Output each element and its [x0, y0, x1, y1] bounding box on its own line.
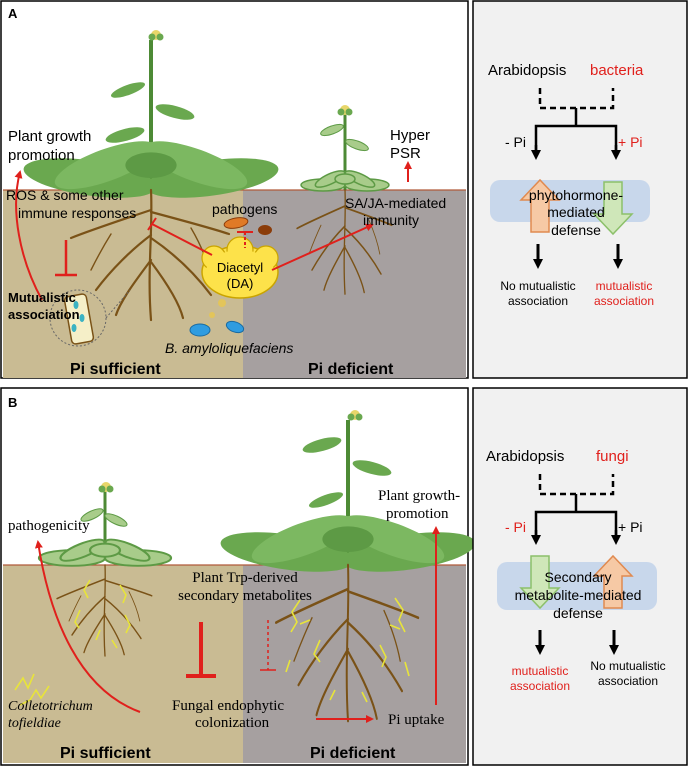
label-pi-deficient-b: Pi deficient — [310, 745, 396, 762]
label-sa-ja: SA/JA-mediated — [345, 195, 446, 211]
soil-pi-deficient-a — [243, 190, 466, 378]
label-pi-sufficient-a: Pi sufficient — [70, 361, 161, 378]
side-b-outcome-left-2: association — [510, 679, 570, 693]
bubble — [209, 312, 215, 318]
label-colonization: colonization — [195, 715, 270, 731]
label-pi-sufficient-b: Pi sufficient — [60, 745, 151, 762]
side-a-outcome-right-1: mutualistic — [596, 279, 653, 293]
label-secondary-metabolites: secondary metabolites — [178, 588, 312, 604]
label-da: (DA) — [227, 276, 254, 291]
label-mutualistic: Mutualistic — [8, 290, 76, 305]
plant-small-a — [296, 105, 393, 295]
plant-small-b — [37, 482, 173, 657]
label-diacetyl: Diacetyl — [217, 260, 263, 275]
arrow-growth-promotion — [14, 170, 43, 301]
fungus-hyphae — [14, 673, 50, 706]
side-b-partner: fungi — [596, 448, 629, 465]
panel-letter-b: B — [8, 395, 17, 410]
side-a-host: Arabidopsis — [488, 62, 566, 79]
side-a-outcome-right-2: association — [594, 294, 654, 308]
side-b-defense-2: metabolite-mediated — [515, 587, 642, 603]
side-a-minus-pi: - Pi — [505, 134, 526, 150]
side-b-defense-1: Secondary — [545, 569, 612, 585]
side-a-arrow-down — [592, 181, 634, 236]
label-plant-growth-b: Plant growth- — [378, 488, 460, 504]
bacterium — [225, 320, 245, 334]
label-pi-uptake: Pi uptake — [388, 712, 445, 728]
side-a-defense-2: mediated — [547, 204, 605, 220]
label-psr: PSR — [390, 145, 421, 162]
side-a-outcome-left-1: No mutualistic — [500, 279, 575, 293]
label-tofieldiae: tofieldiae — [8, 716, 61, 731]
label-colletotrichum: Colletotrichum — [8, 699, 93, 714]
side-b-minus-pi: - Pi — [505, 519, 526, 535]
side-b-outcome-right-2: association — [598, 674, 658, 688]
label-b-amyloliquefaciens: B. amyloliquefaciens — [165, 340, 293, 356]
side-a-partner: bacteria — [590, 62, 644, 79]
label-promotion-b: promotion — [386, 506, 449, 522]
root-magnifier — [49, 289, 131, 347]
label-trp: Plant Trp-derived — [192, 570, 298, 586]
arrow-pathogenicity — [34, 540, 141, 713]
side-b-outcome-right-1: No mutualistic — [590, 659, 665, 673]
side-a-defense-3: defense — [551, 222, 601, 238]
label-ros: ROS & some other — [6, 187, 124, 203]
label-hyper: Hyper — [390, 127, 430, 144]
label-pathogenicity: pathogenicity — [8, 518, 90, 534]
label-plant-growth: Plant growth — [8, 128, 91, 145]
label-fungal-endophytic: Fungal endophytic — [172, 698, 284, 714]
label-immune-responses: immune responses — [18, 205, 136, 221]
side-a-outcome-left-2: association — [508, 294, 568, 308]
label-association: association — [8, 307, 80, 322]
side-b-arrow-up — [592, 554, 634, 609]
side-a-defense-1: phytohormone- — [529, 187, 624, 203]
side-b-plus-pi: + Pi — [618, 519, 643, 535]
bubble — [218, 299, 226, 307]
label-promotion: promotion — [8, 147, 75, 164]
pathogen — [258, 225, 272, 235]
label-immunity: immunity — [363, 212, 419, 228]
label-pathogens: pathogens — [212, 201, 277, 217]
side-a-arrow-up — [519, 178, 561, 233]
side-b-defense-3: defense — [553, 605, 603, 621]
pathogen — [223, 217, 249, 229]
bacterium — [189, 323, 211, 337]
side-b-host: Arabidopsis — [486, 448, 564, 465]
label-pi-deficient-a: Pi deficient — [308, 361, 394, 378]
side-a-plus-pi: + Pi — [618, 134, 643, 150]
side-b-outcome-left-1: mutualistic — [512, 664, 569, 678]
plant-large-b — [218, 410, 478, 723]
panel-letter-a: A — [8, 6, 18, 21]
plant-large-a — [21, 30, 281, 322]
side-b-arrow-down — [519, 555, 561, 610]
